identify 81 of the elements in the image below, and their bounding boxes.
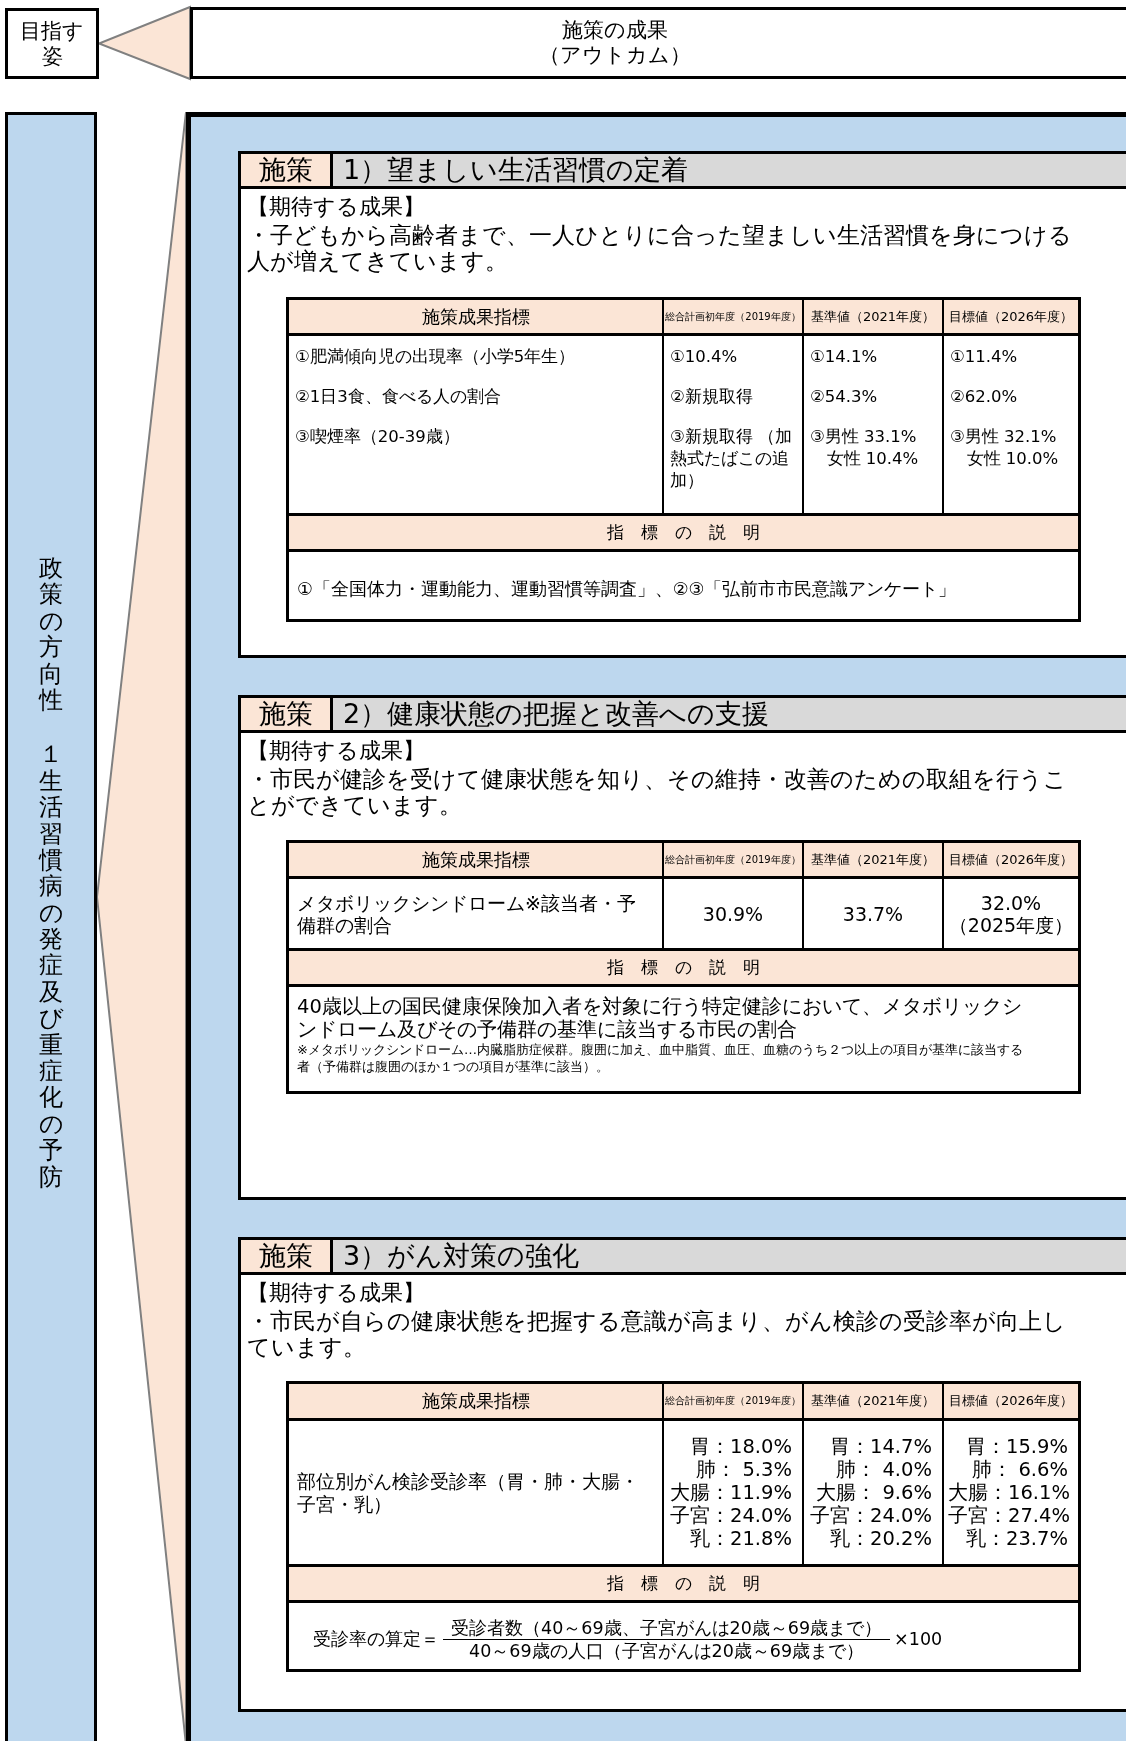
column-header: 目標値（2026年度） [947, 1393, 1075, 1409]
cell-text: 部位別がん検診受診率（胃・肺・大腸・子宮・乳） [297, 1469, 640, 1516]
cell-text: 32.0% [979, 891, 1043, 914]
cell-text: ①10.4% [670, 346, 739, 368]
column-header: 目標値（2026年度） [947, 308, 1075, 325]
indicator-table [286, 840, 1081, 1094]
column-header: 指 標 の 説 明 [607, 521, 760, 544]
cell-text: 乳：23.7% [965, 1527, 1068, 1550]
formula-label: 受診率の算定＝ [313, 1628, 439, 1651]
cell-text: ③新規取得 （加熱式たばこの追加） [670, 426, 794, 492]
cell-text: 肺： 5.3% [695, 1458, 792, 1481]
cell-text: 大腸：11.9% [669, 1481, 792, 1504]
formula-denominator: 40～69歳の人口（子宮がんは20歳～69歳まで） [469, 1639, 865, 1662]
column-header: 指 標 の 説 明 [607, 1572, 760, 1595]
cell-text: 胃：14.7% [829, 1435, 932, 1458]
cell-text: 大腸：16.1% [948, 1481, 1068, 1504]
policy-title: 3）がん対策の強化 [333, 1240, 1126, 1275]
policy-title: 2）健康状態の把握と改善への支援 [333, 698, 1126, 733]
vertical-heading: １生活習慣病の発症及び重症化の予防 [39, 741, 63, 1190]
cell-text: 子宮：24.0% [669, 1504, 792, 1527]
cell-text: ②54.3% [810, 386, 879, 408]
cell-text: 30.9% [701, 902, 765, 925]
cell-text: ③男性 33.1% 女性 10.4% [810, 426, 920, 470]
expected-outcome-text: ・市民が健診を受けて健康状態を知り、その維持・改善のための取組を行うことができています。 [247, 766, 1068, 818]
formula-numerator: 受診者数（40～69歳、子宮がんは20歳～69歳まで） [443, 1616, 891, 1640]
column-header: 目標値（2026年度） [947, 851, 1075, 868]
cell-text: ①11.4% [950, 346, 1019, 368]
wedge-arrow [96, 5, 191, 81]
cell-text: 肺： 4.0% [835, 1458, 932, 1481]
policy-direction-column [5, 112, 97, 1741]
cell-text: メタボリックシンドローム※該当者・予備群の割合 [297, 891, 637, 936]
cell-text: ②1日3食、食べる人の割合 [295, 386, 502, 408]
cell-text: ①肥満傾向児の出現率（小学5年生） [295, 346, 577, 368]
section-heading: 【期待する成果】 [247, 738, 425, 764]
policy-card [238, 1237, 1126, 1712]
cell-text: 胃：15.9% [965, 1435, 1068, 1458]
expected-outcome-text: ・市民が自らの健康状態を把握する意識が高まり、がん検診の受診率が向上しています。 [247, 1308, 1067, 1360]
policy-card [238, 151, 1126, 658]
indicator-note: 40歳以上の国民健康保険加入者を対象に行う特定健診において、メタボリックシンドローム及びその予備群の基準に該当する市民の割合 [297, 995, 1023, 1041]
column-header: 総合計画初年度（2019年度） [664, 310, 802, 323]
cell-text: 大腸： 9.6% [815, 1481, 932, 1504]
policy-title: 1）望ましい生活習慣の定着 [333, 154, 1126, 189]
policy-label: 施策 [241, 154, 333, 189]
formula-multiplier: ×100 [894, 1629, 943, 1649]
indicator-table [286, 297, 1081, 622]
cell-text: 乳：21.8% [689, 1527, 792, 1550]
wedge-arrow [96, 111, 187, 1741]
column-header: 施策成果指標 [420, 848, 531, 871]
policy-label: 施策 [241, 698, 333, 733]
policy-label: 施策 [241, 1240, 333, 1275]
cell-text: 子宮：27.4% [948, 1504, 1068, 1527]
cell-text: （2025年度） [948, 913, 1074, 936]
cell-text: 乳：20.2% [829, 1527, 932, 1550]
column-header: 総合計画初年度（2019年度） [664, 1395, 802, 1407]
indicator-note: ①「全国体力・運動能力、運動習慣等調査」、②③「弘前市市民意識アンケート」 [297, 577, 958, 600]
outcome-box: 施策の成果（アウトカム） [190, 7, 1126, 79]
indicator-table [286, 1381, 1081, 1672]
column-header: 施策成果指標 [420, 305, 531, 328]
cell-text: 子宮：24.0% [809, 1504, 932, 1527]
policy-card [238, 695, 1126, 1200]
panel-background [186, 112, 1126, 1741]
cell-text: ③喫煙率（20-39歳） [295, 426, 461, 448]
column-header: 基準値（2021年度） [809, 1393, 937, 1409]
cell-text: ①14.1% [810, 346, 879, 368]
vertical-heading: 政策の方向性 [39, 555, 63, 714]
column-header: 基準値（2021年度） [809, 851, 937, 868]
cell-text: 肺： 6.6% [971, 1458, 1068, 1481]
column-header: 基準値（2021年度） [809, 308, 937, 325]
cell-text: 胃：18.0% [689, 1435, 792, 1458]
column-header: 指 標 の 説 明 [607, 956, 760, 979]
expected-outcome-text: ・子どもから高齢者まで、一人ひとりに合った望ましい生活習慣を身につける人が増えてきています。 [247, 222, 1073, 274]
column-header: 施策成果指標 [420, 1390, 531, 1412]
column-header: 総合計画初年度（2019年度） [664, 853, 802, 866]
cell-text: ②62.0% [950, 386, 1019, 408]
goal-box: 目指す姿 [5, 8, 99, 79]
section-heading: 【期待する成果】 [247, 194, 425, 220]
cell-text: ③男性 32.1% 女性 10.0% [950, 426, 1060, 470]
cell-text: 33.7% [841, 902, 905, 925]
footnote: ※メタボリックシンドローム…内臓脂肪症候群。腹囲に加え、血中脂質、血圧、血糖のうち２つ以上の項目が基準に該当する者（予備群は腹囲のほか１つの項目が基準に該当）。 [297, 1041, 1024, 1075]
section-heading: 【期待する成果】 [247, 1280, 425, 1306]
cell-text: ②新規取得 [670, 386, 754, 408]
